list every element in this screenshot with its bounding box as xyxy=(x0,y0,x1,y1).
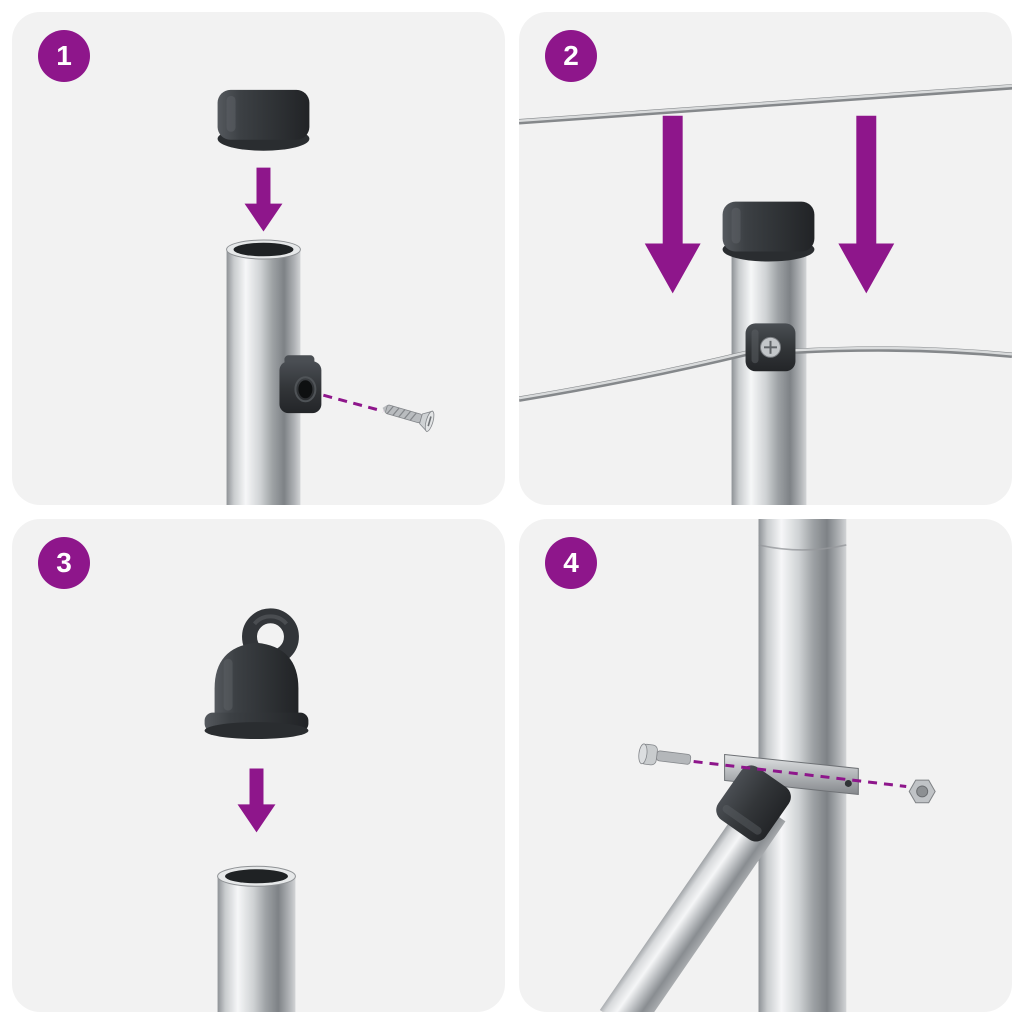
dashed-guide-line xyxy=(322,393,384,413)
cap-bottom-rim xyxy=(204,722,309,740)
step-3-badge: 3 xyxy=(38,537,90,589)
screw-tip xyxy=(382,404,388,414)
step-3-panel: 3 xyxy=(12,519,505,1012)
tube-opening-hollow xyxy=(225,869,288,884)
cap-highlight xyxy=(731,207,741,244)
clamp-hole-ring xyxy=(294,376,317,403)
step-2-number: 2 xyxy=(563,40,579,71)
clamp-block-illustration xyxy=(279,355,322,414)
pole-body xyxy=(731,251,807,505)
lower-tension-wire-left xyxy=(519,350,748,402)
lower-tension-wire-right xyxy=(794,346,1012,359)
step-1-illustration xyxy=(217,89,435,505)
step-1-panel: 1 xyxy=(12,12,505,505)
down-arrow-icon xyxy=(244,167,283,232)
pole-opening-hollow xyxy=(233,242,294,257)
connector-highlight xyxy=(722,804,762,835)
nut-hole xyxy=(916,785,929,798)
bolt-icon xyxy=(638,743,692,766)
bolt-shaft xyxy=(656,750,692,765)
screw-icon xyxy=(382,404,435,433)
cap-dome xyxy=(214,642,299,719)
screw-threads xyxy=(386,405,417,421)
strap-hole xyxy=(844,779,852,787)
clamp-hole xyxy=(298,380,313,399)
bolt-head-face xyxy=(638,743,648,765)
step-4-panel: 4 xyxy=(519,519,1012,1012)
step-4-badge: 4 xyxy=(545,537,597,589)
hex-nut-icon xyxy=(908,779,936,804)
step-2-illustration xyxy=(519,84,1012,505)
cap-body xyxy=(722,201,815,252)
steel-tube-illustration xyxy=(217,865,296,1012)
step-4-number: 4 xyxy=(563,547,579,578)
step-2-panel: 2 xyxy=(519,12,1012,505)
dashed-guide-line xyxy=(693,760,907,788)
down-arrow-left-icon xyxy=(644,115,701,294)
down-arrow-right-icon xyxy=(838,115,895,294)
end-cap-illustration xyxy=(217,89,310,151)
wire-highlight xyxy=(519,351,747,400)
step-4-illustration xyxy=(599,519,936,1012)
step-1-number: 1 xyxy=(56,40,72,71)
upper-tension-wire xyxy=(519,84,1012,125)
capped-pole-illustration xyxy=(722,201,815,505)
step-1-badge: 1 xyxy=(38,30,90,82)
wire-highlight xyxy=(794,346,1012,356)
connector-sleeve xyxy=(716,765,791,842)
tube-body xyxy=(217,876,296,1012)
brace-connector-illustration xyxy=(716,765,791,842)
cap-highlight xyxy=(226,95,236,132)
down-arrow-icon xyxy=(237,768,276,833)
step-2-badge: 2 xyxy=(545,30,597,82)
pole-joint-seam xyxy=(758,544,847,551)
step-3-number: 3 xyxy=(56,547,72,578)
wire-clamp-illustration xyxy=(745,323,796,372)
wire-highlight xyxy=(519,84,1012,122)
diagonal-brace-illustration xyxy=(599,795,786,1012)
step-3-illustration xyxy=(204,608,309,1012)
cap-highlight xyxy=(223,658,233,711)
eyelet-cap-illustration xyxy=(204,608,309,740)
cap-body xyxy=(217,89,310,140)
clamp-highlight xyxy=(751,329,759,364)
screw-shaft xyxy=(385,404,423,424)
eyelet-ring-highlight xyxy=(252,614,288,626)
screw-slot xyxy=(427,416,432,427)
